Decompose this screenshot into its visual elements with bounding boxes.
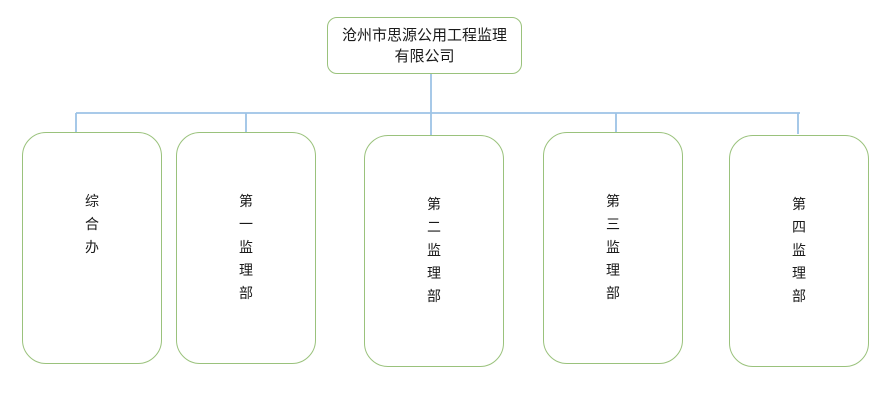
org-node-supervision-dept-2: 第二监理部 xyxy=(364,135,504,367)
company-name-line2: 有限公司 xyxy=(394,46,455,65)
dept-label: 综合办 xyxy=(85,194,99,256)
org-node-company: 沧州市思源公用工程监理 有限公司 xyxy=(327,17,522,74)
org-node-supervision-dept-1: 第一监理部 xyxy=(176,132,316,364)
dept-label: 第三监理部 xyxy=(606,194,620,302)
org-node-supervision-dept-3: 第三监理部 xyxy=(543,132,683,364)
org-node-supervision-dept-4: 第四监理部 xyxy=(729,135,869,367)
company-name-line1: 沧州市思源公用工程监理 xyxy=(341,25,507,44)
dept-label: 第四监理部 xyxy=(792,197,806,305)
dept-label: 第二监理部 xyxy=(427,197,441,305)
dept-label: 第一监理部 xyxy=(239,194,253,302)
connector-drops xyxy=(75,113,799,134)
org-node-general-office: 综合办 xyxy=(22,132,162,364)
